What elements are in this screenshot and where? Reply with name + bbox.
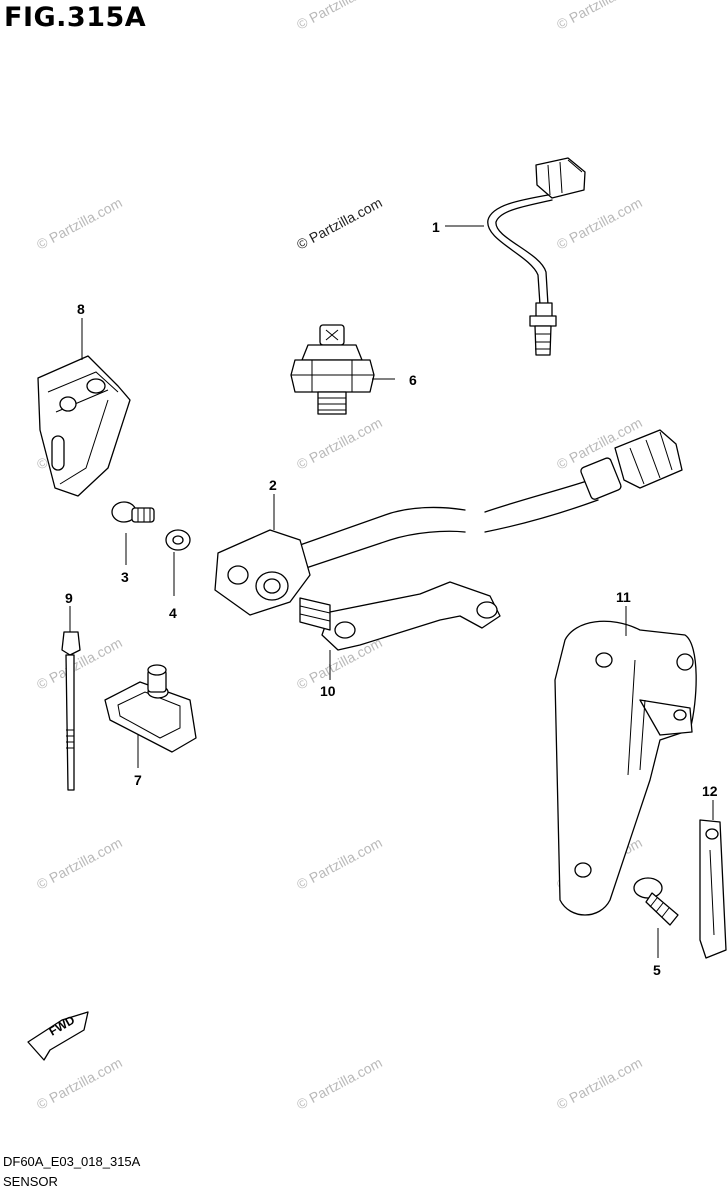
watermark: © Partzilla.com: [34, 1054, 125, 1112]
callout-4: 4: [169, 605, 177, 621]
part-10-bracket: [299, 581, 501, 651]
watermark: © Partzilla.com: [294, 414, 385, 472]
part-1-sensor-lead: [487, 157, 586, 356]
watermark: © Partzilla.com: [554, 1054, 645, 1112]
callout-10: 10: [320, 683, 336, 699]
part-7-clamp: [104, 664, 197, 753]
watermark: © Partzilla.com: [554, 0, 645, 33]
callout-3: 3: [121, 569, 129, 585]
watermark: © Partzilla.com: [294, 0, 385, 33]
watermark: © Partzilla.com: [554, 194, 645, 252]
watermark: © Partzilla.com: [34, 834, 125, 892]
callout-2: 2: [269, 477, 277, 493]
part-4-washer: [165, 529, 191, 551]
watermark: © Partzilla.com: [294, 834, 385, 892]
callout-6: 6: [409, 372, 417, 388]
callout-12: 12: [702, 783, 718, 799]
caption: SENSOR: [3, 1174, 58, 1189]
fwd-arrow: FWD: [27, 1011, 89, 1061]
callout-1: 1: [432, 219, 440, 235]
callout-7: 7: [134, 772, 142, 788]
callout-11: 11: [616, 589, 631, 605]
part-8-holder: [37, 355, 131, 497]
part-9-cable-tie: [61, 631, 81, 791]
figure-title: FIG.315A: [4, 2, 147, 33]
part-5-bolt: [633, 877, 679, 926]
callout-5: 5: [653, 962, 661, 978]
callout-9: 9: [65, 590, 73, 606]
watermark: © Partzilla.com: [294, 194, 385, 252]
part-6-pressure-switch: [290, 324, 375, 415]
callout-8: 8: [77, 301, 85, 317]
callouts: 1 2 3 4 5 6 7 8 9 10 11 12: [65, 219, 718, 978]
leader-lines: [69, 225, 714, 958]
watermark: © Partzilla.com: [294, 1054, 385, 1112]
watermark: © Partzilla.com: [34, 194, 125, 252]
part-12-strap: [699, 819, 727, 959]
diagram-code: DF60A_E03_018_315A: [3, 1154, 141, 1169]
part-3-bolt: [111, 501, 155, 523]
part-11-bracket-plate: [554, 620, 697, 916]
part-2-sensor: [214, 429, 683, 616]
